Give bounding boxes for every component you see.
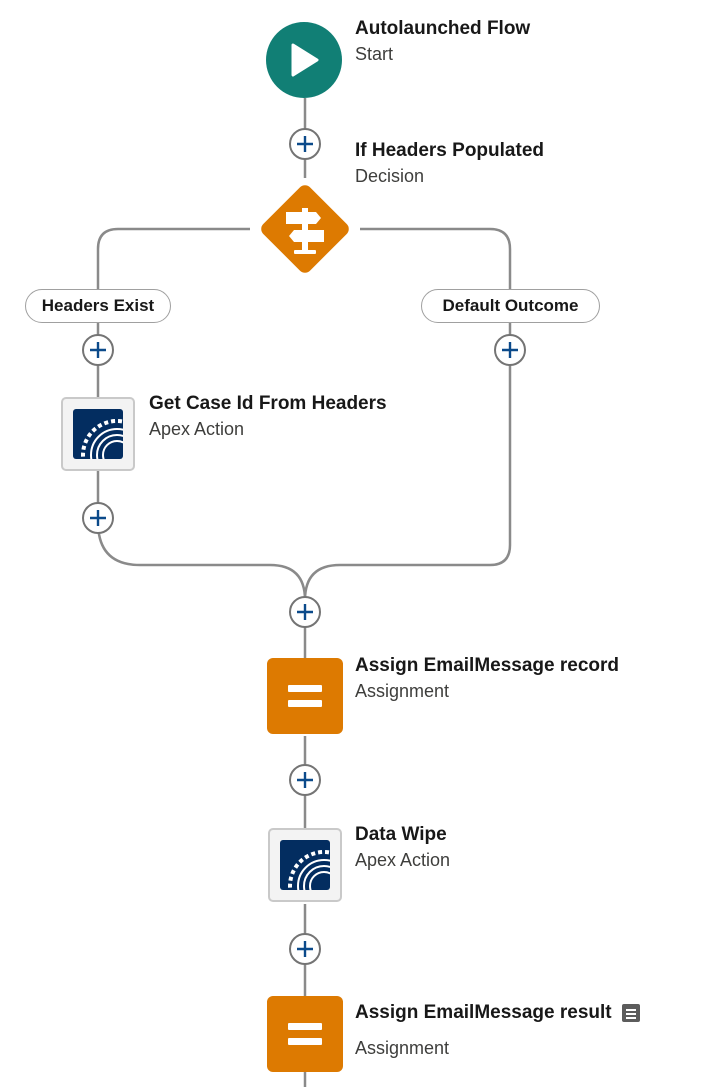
add-element-button[interactable] [289, 764, 321, 796]
get-case-id-type: Apex Action [149, 419, 245, 439]
data-wipe-label: Data Wipe Apex Action [355, 823, 450, 873]
assign-result-node[interactable] [267, 996, 343, 1072]
plus-icon [90, 342, 106, 358]
outcome-default[interactable]: Default Outcome [421, 289, 600, 323]
assign-record-type: Assignment [355, 681, 450, 701]
get-case-id-title: Get Case Id From Headers [149, 393, 387, 414]
assign-record-node[interactable] [267, 658, 343, 734]
assign-result-title: Assign EmailMessage result [355, 1002, 612, 1023]
add-element-button[interactable] [289, 128, 321, 160]
plus-icon [297, 136, 313, 152]
start-node[interactable] [266, 22, 342, 98]
description-icon[interactable] [621, 1003, 640, 1022]
add-element-button[interactable] [289, 933, 321, 965]
assign-result-label: Assign EmailMessage result Assignment [355, 1001, 640, 1061]
plus-icon [297, 604, 313, 620]
data-wipe-node[interactable] [268, 828, 342, 902]
play-icon [291, 43, 319, 77]
add-element-button-left-top[interactable] [82, 334, 114, 366]
get-case-id-node[interactable] [61, 397, 135, 471]
assign-record-title: Assign EmailMessage record [355, 655, 619, 676]
get-case-id-label: Get Case Id From Headers Apex Action [149, 392, 387, 442]
assign-result-title-row: Assign EmailMessage result [355, 1001, 640, 1025]
start-type: Start [355, 44, 394, 64]
data-wipe-title: Data Wipe [355, 824, 447, 845]
decision-node[interactable] [250, 174, 360, 284]
add-element-button-right[interactable] [494, 334, 526, 366]
equals-icon [288, 683, 322, 709]
start-label: Autolaunched Flow Start [355, 17, 530, 67]
plus-icon [297, 941, 313, 957]
assign-result-type: Assignment [355, 1038, 450, 1058]
decision-label: If Headers Populated Decision [355, 139, 544, 189]
add-element-button-left-bottom[interactable] [82, 502, 114, 534]
decision-title: If Headers Populated [355, 140, 544, 161]
equals-icon [288, 1021, 322, 1047]
data-wipe-type: Apex Action [355, 850, 451, 870]
outcome-headers-exist[interactable]: Headers Exist [25, 289, 171, 323]
plus-icon [297, 772, 313, 788]
signpost-icon [261, 185, 349, 273]
plus-icon [502, 342, 518, 358]
add-element-button-merge[interactable] [289, 596, 321, 628]
start-title: Autolaunched Flow [355, 18, 531, 39]
plus-icon [90, 510, 106, 526]
decision-type: Decision [355, 166, 425, 186]
apex-gear-icon [73, 409, 123, 459]
apex-gear-icon [280, 840, 330, 890]
assign-record-label: Assign EmailMessage record Assignment [355, 654, 619, 704]
